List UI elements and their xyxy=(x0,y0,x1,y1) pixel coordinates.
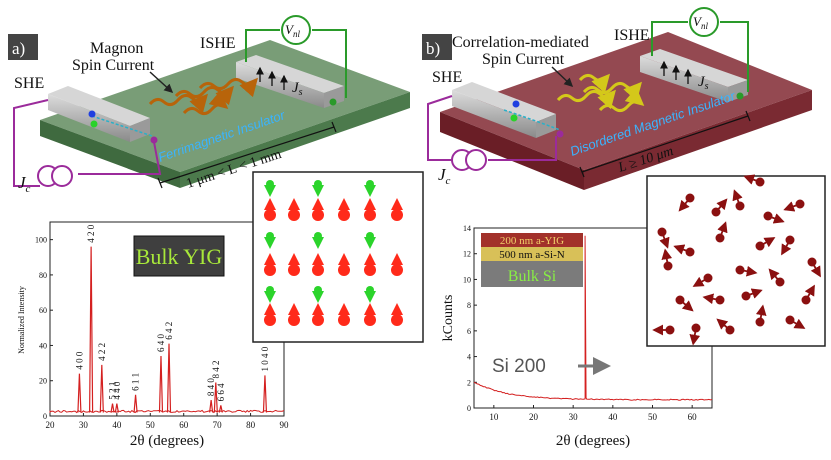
correlation-label-2: Spin Current xyxy=(482,51,565,68)
xrd-a-xtick-label: 60 xyxy=(179,420,189,430)
disordered-spin xyxy=(658,228,667,237)
xrd-b-ylabel: kCounts xyxy=(441,295,456,342)
disordered-spin xyxy=(736,202,745,211)
disordered-spin xyxy=(756,242,765,251)
xrd-chart-a: 20304050607080900204060801004 0 04 2 04 … xyxy=(17,222,289,449)
panel-a-label: a) xyxy=(12,39,25,58)
xrd-a-peak-label: 4 2 2 xyxy=(97,343,107,361)
jc-label-b: Jc xyxy=(438,165,451,187)
xrd-b-ytick-label: 4 xyxy=(467,353,471,362)
xrd-a-xtick-label: 30 xyxy=(79,420,89,430)
xrd-a-ytick-label: 60 xyxy=(39,306,47,315)
disordered-spin xyxy=(756,318,765,327)
disordered-spin-inset xyxy=(647,176,825,346)
xrd-a-xlabel: 2θ (degrees) xyxy=(130,433,204,449)
xrd-a-ytick-label: 20 xyxy=(39,377,47,386)
disordered-spin xyxy=(676,296,685,305)
xrd-a-ytick-label: 0 xyxy=(43,412,47,421)
disordered-spin xyxy=(716,296,725,305)
disordered-spin xyxy=(786,236,795,245)
xrd-a-ytick-label: 80 xyxy=(39,271,47,280)
she-label-b: SHE xyxy=(432,69,462,86)
ishe-label-a: ISHE xyxy=(200,35,236,52)
xrd-b-xtick-label: 10 xyxy=(489,412,499,422)
si-200-annotation: Si 200 xyxy=(492,356,546,377)
panel-b-label: b) xyxy=(426,39,440,58)
bulk-yig-title: Bulk YIG xyxy=(136,244,223,269)
disordered-spin xyxy=(796,200,805,209)
layer-label: 200 nm a-YIG xyxy=(500,235,564,247)
xrd-a-peak-label: 6 6 4 xyxy=(216,383,226,402)
xrd-a-peak-label: 4 2 0 xyxy=(86,224,96,243)
disordered-spin xyxy=(802,296,811,305)
disordered-spin xyxy=(756,178,765,187)
xrd-a-xtick-label: 90 xyxy=(280,420,290,430)
she-label-a: SHE xyxy=(14,75,44,92)
xrd-a-peak-label: 6 4 2 xyxy=(164,322,174,340)
xrd-a-xtick-label: 40 xyxy=(112,420,122,430)
xrd-b-xtick-label: 30 xyxy=(569,412,579,422)
ordered-spin-inset xyxy=(253,172,423,342)
xrd-a-peak-label: 4 0 0 xyxy=(74,351,84,370)
xrd-a-xtick-label: 80 xyxy=(246,420,256,430)
xrd-b-xtick-label: 60 xyxy=(688,412,698,422)
xrd-b-xtick-label: 50 xyxy=(648,412,658,422)
disordered-spin xyxy=(776,278,785,287)
disordered-spin xyxy=(686,248,695,257)
correlation-label-1: Correlation-mediated xyxy=(452,34,589,51)
xrd-a-peak-label: 4 4 0 xyxy=(112,381,122,400)
magnon-label-2: Spin Current xyxy=(72,57,155,74)
layer-label: Bulk Si xyxy=(508,268,557,285)
ishe-label-b: ISHE xyxy=(614,27,650,44)
disordered-spin xyxy=(808,258,817,267)
xrd-b-xtick-label: 40 xyxy=(608,412,618,422)
xrd-a-ytick-label: 40 xyxy=(39,341,47,350)
disordered-spin xyxy=(716,234,725,243)
xrd-a-xtick-label: 70 xyxy=(213,420,223,430)
layer-label: 500 nm a-Si-N xyxy=(499,249,564,261)
xrd-a-xtick-label: 20 xyxy=(46,420,56,430)
disordered-spin xyxy=(686,194,695,203)
disordered-spin xyxy=(704,274,713,283)
panel-a-device: Js Vnl a) SHE ISHE Magnon xyxy=(8,16,410,195)
xrd-a-peak-label: 6 1 1 xyxy=(131,373,141,391)
xrd-a-ylabel: Normalized Intensity xyxy=(17,286,26,354)
xrd-a-peak-label: 8 4 0 xyxy=(206,378,216,397)
disordered-spin xyxy=(764,212,773,221)
xrd-b-ytick-label: 12 xyxy=(463,250,471,259)
disordered-spin xyxy=(664,262,673,271)
disordered-spin xyxy=(692,324,701,333)
xrd-a-peak-label: 8 4 2 xyxy=(211,360,221,378)
panel-b-device: Js Vnl b) SHE ISHE Correlation-mediated … xyxy=(422,8,812,190)
disordered-spin xyxy=(786,316,795,325)
xrd-a-peak-label: 1 0 4 0 xyxy=(260,346,270,371)
xrd-a-xtick-label: 50 xyxy=(146,420,156,430)
disordered-spin xyxy=(712,208,721,217)
xrd-b-ytick-label: 10 xyxy=(463,275,471,284)
xrd-b-ytick-label: 0 xyxy=(467,404,471,413)
xrd-a-ytick-label: 100 xyxy=(35,236,47,245)
xrd-b-ytick-label: 2 xyxy=(467,378,471,387)
xrd-b-xtick-label: 20 xyxy=(529,412,539,422)
xrd-b-xlabel: 2θ (degrees) xyxy=(556,433,630,449)
disordered-spin xyxy=(666,326,675,335)
magnon-label-1: Magnon xyxy=(90,40,143,57)
xrd-b-ytick-label: 6 xyxy=(467,327,471,336)
xrd-b-ytick-label: 8 xyxy=(467,301,471,310)
xrd-b-ytick-label: 14 xyxy=(463,224,471,233)
jc-label-a: Jc xyxy=(18,173,31,195)
disordered-spin xyxy=(742,292,751,301)
disordered-spin xyxy=(726,326,735,335)
disordered-spin xyxy=(736,266,745,275)
